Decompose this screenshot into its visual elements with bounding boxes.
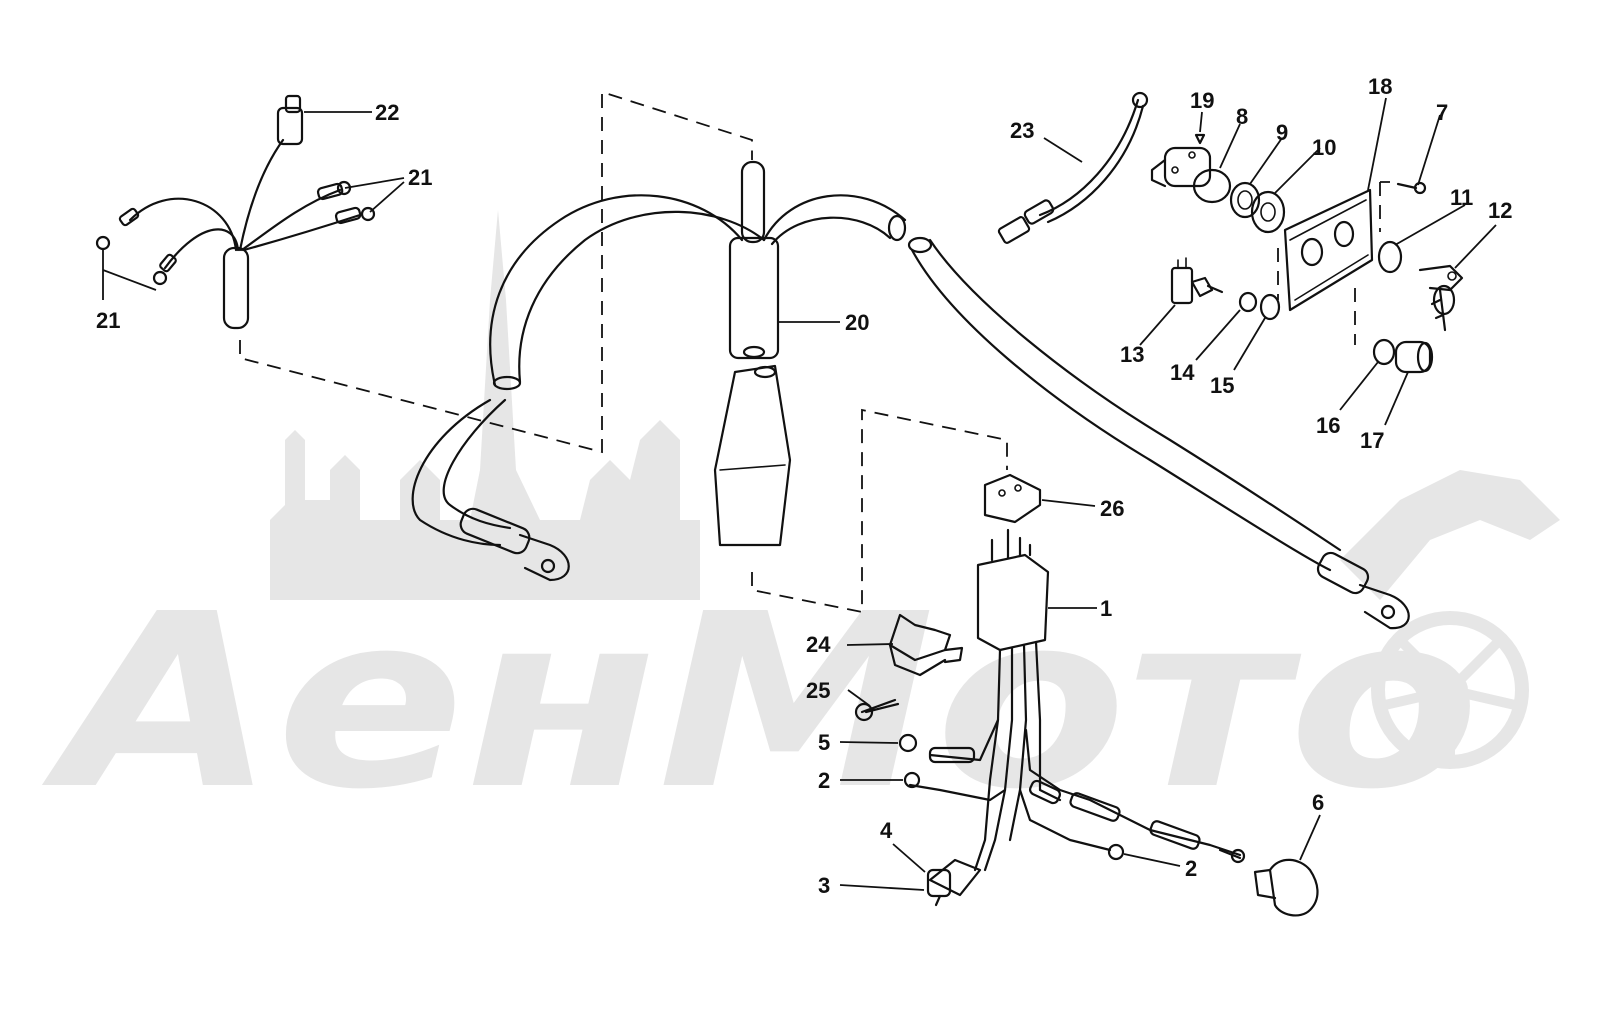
callout-22: 22 (375, 100, 399, 125)
callout-21-upper: 21 (408, 165, 432, 190)
callout-14: 14 (1170, 360, 1195, 385)
callout-19: 19 (1190, 88, 1214, 113)
key-switch-lead (997, 91, 1149, 244)
callout-3: 3 (818, 873, 830, 898)
main-cable-assembly (411, 160, 1410, 630)
watermark-skyline (270, 210, 700, 600)
watermark-motorcycle (1340, 470, 1560, 769)
callout-16: 16 (1316, 413, 1340, 438)
callout-12: 12 (1488, 198, 1512, 223)
callout-10: 10 (1312, 135, 1336, 160)
callout-18: 18 (1368, 74, 1392, 99)
callout-2-right: 2 (1185, 856, 1197, 881)
callout-23: 23 (1010, 118, 1034, 143)
callout-20: 20 (845, 310, 869, 335)
watermark-text: AeнМото (41, 562, 1480, 842)
callout-6: 6 (1312, 790, 1324, 815)
callout-1: 1 (1100, 596, 1112, 621)
callout-13: 13 (1120, 342, 1144, 367)
callout-24: 24 (806, 632, 831, 657)
callout-21-lower: 21 (96, 308, 120, 333)
switch-panel-parts (1150, 133, 1464, 374)
callout-labels: 22 21 21 20 23 19 8 9 10 18 7 11 12 13 1… (96, 74, 1512, 898)
callout-8: 8 (1236, 104, 1248, 129)
lower-harness-assembly (854, 473, 1319, 917)
callout-2-left: 2 (818, 768, 830, 793)
callout-5: 5 (818, 730, 830, 755)
small-harness-assembly (95, 94, 376, 330)
callout-25: 25 (806, 678, 830, 703)
callout-17: 17 (1360, 428, 1384, 453)
callout-4: 4 (880, 818, 893, 843)
watermark: AeнМото (41, 210, 1560, 842)
callout-leaders (102, 97, 1497, 891)
assembly-dashed-lines (239, 90, 1390, 614)
callout-9: 9 (1276, 120, 1288, 145)
callout-7: 7 (1436, 100, 1448, 125)
callout-15: 15 (1210, 373, 1234, 398)
callout-11: 11 (1450, 185, 1473, 210)
callout-26: 26 (1100, 496, 1124, 521)
